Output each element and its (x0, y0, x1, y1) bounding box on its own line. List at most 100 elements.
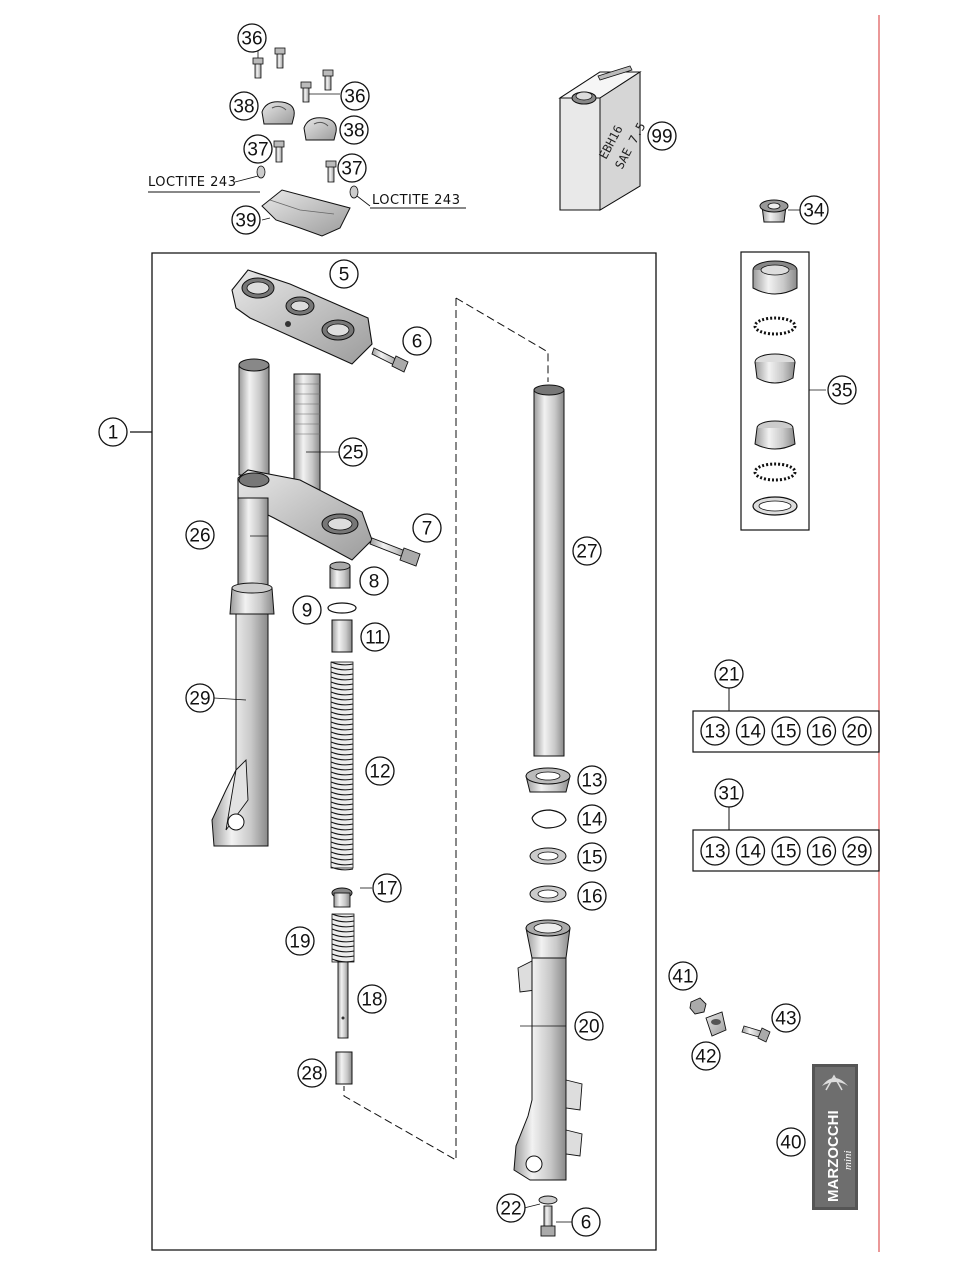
kit21-item-4: 20 (842, 716, 872, 746)
callout-40-circle (776, 1127, 806, 1157)
callout-25-number: 25 (342, 443, 363, 464)
callout-36b: 36 (340, 81, 370, 111)
damper-rod-group (331, 887, 355, 1039)
callout-8-circle (359, 566, 389, 596)
callout-37a: 37 (243, 134, 273, 164)
callout-18-number: 18 (361, 990, 382, 1011)
kit31-item-0: 13 (700, 836, 730, 866)
callout-6a-number: 6 (412, 332, 423, 353)
callout-28: 28 (297, 1058, 327, 1088)
callout-6a: 6 (402, 326, 432, 356)
kit31-item-3: 16 (806, 836, 837, 866)
callout-22-circle (496, 1193, 526, 1223)
screw-37-right (325, 160, 337, 183)
callout-37b-number: 37 (341, 159, 362, 180)
callout-6b: 6 (571, 1207, 601, 1237)
kit31-item-1-number: 14 (740, 842, 762, 863)
decal-sub-text: mini (842, 1150, 854, 1170)
callout-13-circle (577, 765, 607, 795)
callout-7-number: 7 (422, 519, 433, 540)
kit31-item-4-number: 29 (846, 842, 867, 863)
callout-13: 13 (577, 765, 607, 795)
callout-22-number: 22 (500, 1199, 521, 1220)
callout-28-number: 28 (301, 1064, 322, 1085)
callout-41-number: 41 (672, 967, 693, 988)
o-ring-9 (327, 602, 357, 614)
callout-42-number: 42 (695, 1047, 716, 1068)
callout-13-number: 13 (581, 771, 602, 792)
callout-16: 16 (577, 881, 607, 911)
kit21-item-4-number: 20 (846, 722, 867, 743)
callout-5-circle (329, 259, 359, 289)
callout-6a-circle (402, 326, 432, 356)
callout-16-circle (577, 881, 607, 911)
callout-31: 31 (714, 778, 744, 808)
callout-8: 8 (359, 566, 389, 596)
callout-31-circle (714, 778, 744, 808)
clamp-38-left (261, 101, 295, 125)
screw-36-b-right (322, 69, 334, 91)
callout-27-number: 27 (576, 542, 597, 563)
kit-31-frame (692, 829, 880, 872)
callout-6b-number: 6 (581, 1213, 592, 1234)
callout-5: 5 (329, 259, 359, 289)
callout-40-number: 40 (780, 1133, 801, 1154)
callout-11-circle (360, 622, 390, 652)
callout-43-number: 43 (775, 1009, 796, 1030)
callout-12-number: 12 (369, 762, 390, 783)
callout-38b-number: 38 (343, 121, 364, 142)
callout-19: 19 (285, 926, 315, 956)
clamp-38-right (303, 117, 337, 141)
callout-8-number: 8 (369, 572, 380, 593)
handlebar-clamp-group: LOCTITE 243 LOCTITE 243 (148, 47, 466, 237)
loctite-label-right: LOCTITE 243 (372, 193, 460, 208)
callout-1-circle (98, 417, 128, 447)
callout-15: 15 (577, 842, 607, 872)
steering-nut-34 (759, 199, 789, 223)
kit31-item-3-number: 16 (811, 842, 832, 863)
callout-15-circle (577, 842, 607, 872)
kit21-item-3-circle (806, 716, 837, 746)
callout-21-circle (714, 659, 744, 689)
kit31-item-0-circle (700, 836, 730, 866)
fork-cap-8 (329, 561, 351, 589)
callout-7-circle (412, 513, 442, 543)
callout-19-number: 19 (289, 932, 310, 953)
callout-21-number: 21 (718, 665, 739, 686)
circlip-14 (531, 809, 567, 829)
callout-16-number: 16 (581, 887, 602, 908)
bolt-6-bottom (540, 1205, 556, 1237)
dust-seal-13 (525, 767, 571, 793)
callout-37a-circle (243, 134, 273, 164)
clamp-39-lower (261, 189, 351, 237)
kit-21-frame (692, 710, 880, 753)
callout-9: 9 (292, 595, 322, 625)
callout-11: 11 (360, 622, 390, 652)
screw-36-b-left (300, 81, 312, 103)
callout-38b: 38 (339, 115, 369, 145)
callout-14: 14 (577, 804, 607, 834)
callout-9-number: 9 (302, 601, 313, 622)
callout-34: 34 (799, 195, 829, 225)
callout-38a-number: 38 (233, 97, 254, 118)
callout-22: 22 (496, 1193, 526, 1223)
washer-16 (529, 885, 567, 903)
callout-25-circle (338, 437, 368, 467)
callout-38a: 38 (229, 91, 259, 121)
callout-35: 35 (827, 375, 857, 405)
callout-37a-number: 37 (247, 140, 268, 161)
kit31-item-1: 14 (735, 836, 766, 866)
kit21-item-4-circle (842, 716, 872, 746)
screw-36-right (274, 47, 286, 69)
loctite-drop-right (349, 185, 359, 199)
upper-triple-clamp (231, 269, 373, 365)
spring-12 (330, 661, 354, 871)
callout-5-number: 5 (339, 265, 350, 286)
left-fork-leg (211, 358, 373, 847)
callout-41-circle (668, 961, 698, 991)
kit21-item-2-circle (771, 716, 801, 746)
kit31-item-2-circle (771, 836, 801, 866)
callout-18: 18 (357, 984, 387, 1014)
callout-37b-circle (337, 153, 367, 183)
callout-39: 39 (231, 205, 261, 235)
